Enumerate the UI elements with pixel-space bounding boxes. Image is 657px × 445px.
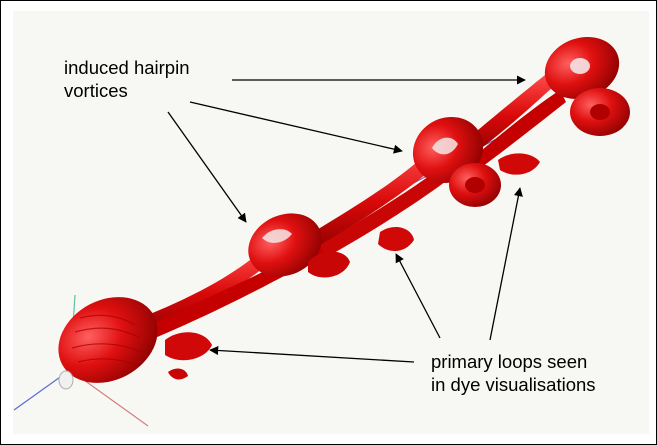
hairpin-vortex-3	[536, 27, 630, 136]
primary-loop-hole	[590, 104, 610, 120]
arrow-to-first-loop	[396, 254, 440, 338]
hairpin-vortices-label: induced hairpin vortices	[64, 56, 189, 102]
vortex-legs	[135, 75, 566, 342]
vortex-head-core	[59, 371, 73, 389]
arrow-to-middle-hairpin	[190, 102, 402, 151]
primary-loop	[498, 153, 540, 174]
primary-loop	[378, 227, 414, 251]
hairpin-opening	[570, 58, 590, 74]
primary-loops-label: primary loops seen in dye visualisations	[431, 350, 596, 396]
dye-fragment	[168, 369, 188, 380]
arrow-to-head-loop	[210, 350, 414, 362]
arrow-to-middle-loop	[490, 188, 520, 340]
primary-loop	[165, 332, 212, 360]
arrow-to-first-hairpin	[168, 112, 246, 222]
primary-loop-hole	[465, 177, 485, 193]
